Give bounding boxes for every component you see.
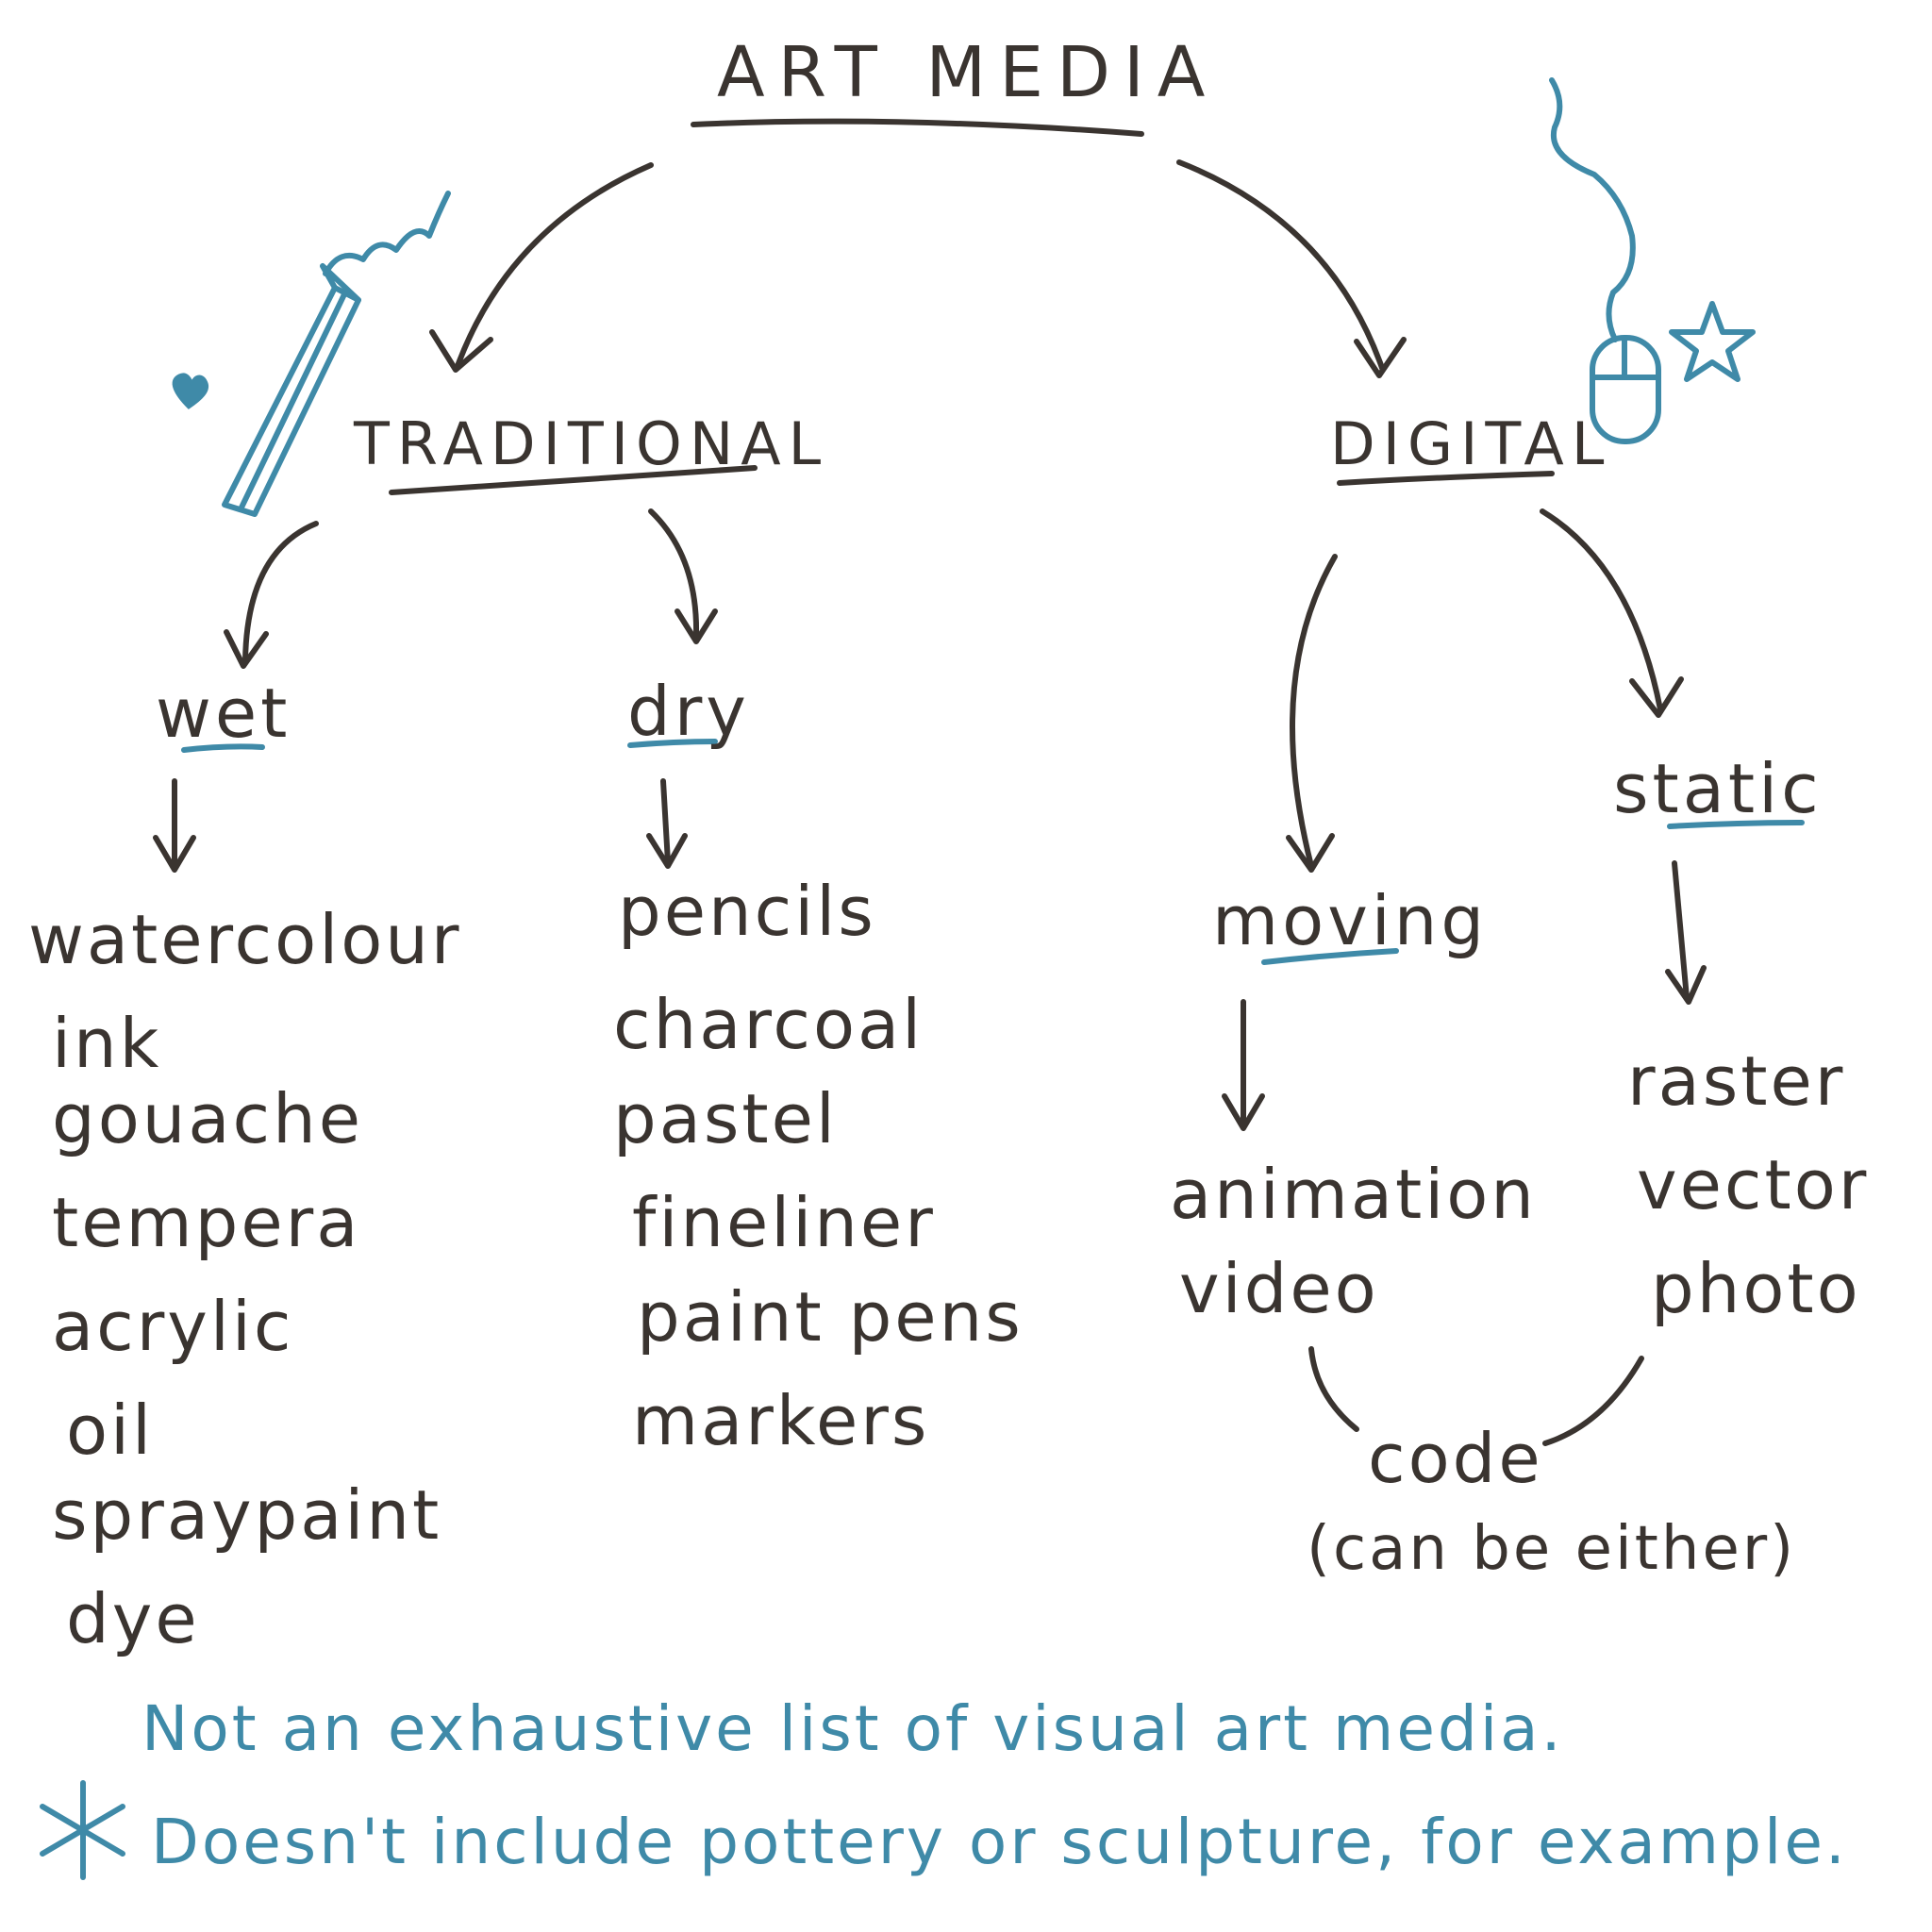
digital-underline [1337,471,1555,486]
wet-underline [181,743,265,753]
list-item: vector [1637,1145,1870,1224]
list-item: dye [66,1579,200,1658]
list-item: pencils [618,872,876,951]
asterisk-icon [40,1780,125,1880]
wet-label: wet [156,674,291,753]
list-item: tempera [52,1183,361,1262]
list-item: photo [1651,1249,1861,1328]
dry-label: dry [627,672,750,751]
list-item: paint pens [637,1277,1024,1357]
footnote-line-2: Doesn't include pottery or sculpture, fo… [151,1806,1848,1878]
list-item: oil [66,1391,155,1470]
star-icon [1669,301,1756,382]
code-note: (can be either) [1307,1514,1797,1584]
static-underline [1667,820,1805,829]
traditional-label: TRADITIONAL [354,409,829,478]
digital-label: DIGITAL [1330,409,1612,478]
arrow-moving-list [1222,999,1265,1131]
arrow-to-digital [1176,159,1407,378]
heart-icon [172,373,208,409]
pencil-icon [222,191,451,517]
moving-underline [1261,948,1399,965]
traditional-underline [389,465,758,495]
list-item: pastel [613,1079,838,1158]
arrow-to-static [1540,508,1684,718]
list-item: charcoal [613,985,924,1064]
code-label: code [1368,1419,1543,1498]
connector-video-code [1308,1346,1359,1432]
list-item: gouache [52,1079,364,1158]
mouse-icon [1549,77,1661,444]
list-item: raster [1627,1041,1846,1121]
arrow-to-wet [224,521,319,669]
arrow-wet-list [153,778,196,873]
arrow-dry-list [646,778,688,869]
arrow-to-traditional [429,162,654,373]
list-item: fineliner [632,1183,936,1262]
title-underline [691,118,1144,137]
connector-photo-code [1542,1356,1644,1446]
list-item: video [1179,1249,1379,1328]
list-item: spraypaint [52,1475,442,1555]
list-item: watercolour [28,900,462,979]
list-item: acrylic [52,1287,294,1366]
arrow-to-dry [648,508,718,644]
arrow-static-list [1665,860,1707,1005]
moving-label: moving [1212,881,1489,960]
dry-underline [627,739,718,748]
footnote-line-1: Not an exhaustive list of visual art med… [142,1692,1564,1765]
arrow-to-moving [1286,554,1338,873]
diagram-title: ART MEDIA [717,32,1219,113]
list-item: animation [1170,1155,1537,1234]
list-item: markers [632,1381,930,1460]
static-label: static [1613,749,1823,828]
list-item: ink [52,1004,162,1083]
